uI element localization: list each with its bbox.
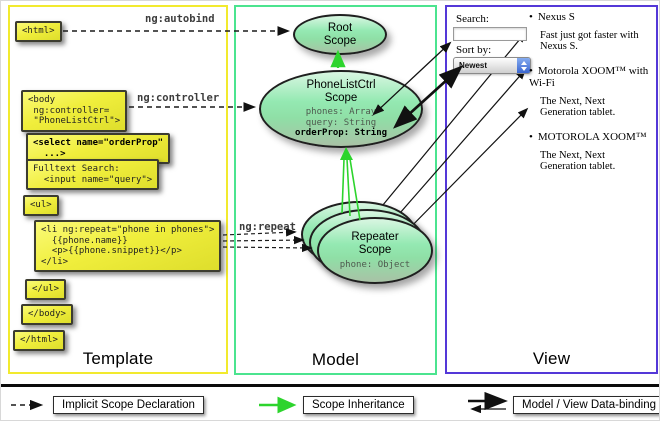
- bullet-icon: •: [529, 65, 533, 77]
- phone-snippet: Fast just got faster with Nexus S.: [540, 30, 639, 52]
- search-input[interactable]: [453, 27, 527, 41]
- code-select: <select name="orderProp" ...>: [26, 133, 171, 164]
- repeater-scope-title-line1: Repeater: [351, 230, 399, 243]
- model-column-title: Model: [311, 350, 360, 369]
- phone-snippet: The Next, Next Generation tablet.: [540, 96, 616, 118]
- phonelistctrl-scope-title-line2: Scope: [324, 92, 358, 105]
- code-li-repeat: <li ng:repeat="phone in phones"> {{phone…: [34, 220, 222, 272]
- sort-by-select[interactable]: Newest: [453, 57, 531, 74]
- code-html-close: </html>: [13, 330, 65, 351]
- arrow-down-icon: [520, 66, 527, 71]
- repeater-scope-title-line2: Scope: [358, 243, 392, 256]
- phonelistctrl-scope-title-line1: PhoneListCtrl: [306, 79, 376, 92]
- code-ul-open: <ul>: [23, 195, 59, 216]
- legend-implicit-scope-declaration: Implicit Scope Declaration: [53, 396, 204, 414]
- arrow-up-icon: [520, 60, 527, 65]
- sort-by-label: Sort by:: [456, 44, 492, 56]
- root-scope-title-line1: Root: [327, 21, 353, 34]
- code-body-open: <body ng:controller= "PhoneListCtrl">: [21, 90, 128, 132]
- phonelistctrl-prop-query: query: String: [305, 117, 377, 128]
- model-column: Model: [234, 5, 437, 375]
- list-item: • Nexus S Fast just got faster with Nexus…: [529, 11, 651, 52]
- legend-model-view-data-binding: Model / View Data-binding: [513, 396, 659, 414]
- bullet-icon: •: [529, 131, 533, 143]
- list-item: • MOTOROLA XOOM™ The Next, Next Generatio…: [529, 131, 651, 172]
- bullet-icon: •: [529, 11, 533, 23]
- code-ul-close: </ul>: [25, 279, 67, 300]
- ng-controller-label: ng:controller: [137, 92, 220, 104]
- legend-scope-inheritance: Scope Inheritance: [303, 396, 414, 414]
- view-column-title: View: [532, 349, 571, 368]
- repeater-scope-ellipse-front: Repeater Scope phone: Object: [317, 217, 433, 284]
- phone-name: Nexus S: [537, 11, 575, 23]
- phonelistctrl-prop-orderprop: orderProp: String: [294, 128, 388, 139]
- root-scope-ellipse: Root Scope: [293, 14, 387, 55]
- code-html-open: <html>: [15, 21, 62, 42]
- legend-separator: [1, 384, 659, 387]
- phone-name: MOTOROLA XOOM™: [537, 131, 647, 143]
- search-label: Search:: [456, 13, 489, 25]
- phonelistctrl-prop-phones: phones: Array: [305, 107, 377, 118]
- phone-snippet: The Next, Next Generation tablet.: [540, 150, 616, 172]
- repeater-prop-phone: phone: Object: [339, 259, 411, 270]
- template-column-title: Template: [82, 349, 154, 368]
- code-fulltext-search: Fulltext Search: <input name="query">: [26, 159, 160, 190]
- code-body-close: </body>: [21, 304, 73, 325]
- phone-name: Motorola XOOM™ with Wi-Fi: [529, 65, 649, 89]
- ng-repeat-label: ng:repeat: [239, 221, 296, 233]
- ng-autobind-label: ng:autobind: [145, 13, 215, 25]
- root-scope-title-line2: Scope: [323, 34, 357, 47]
- phonelistctrl-scope-ellipse: PhoneListCtrl Scope phones: Array query:…: [259, 70, 423, 148]
- sort-by-selected-value: Newest: [459, 61, 488, 70]
- list-item: •Motorola XOOM™ with Wi-Fi The Next, Nex…: [529, 65, 651, 118]
- phone-list: • Nexus S Fast just got faster with Nexus…: [529, 11, 651, 185]
